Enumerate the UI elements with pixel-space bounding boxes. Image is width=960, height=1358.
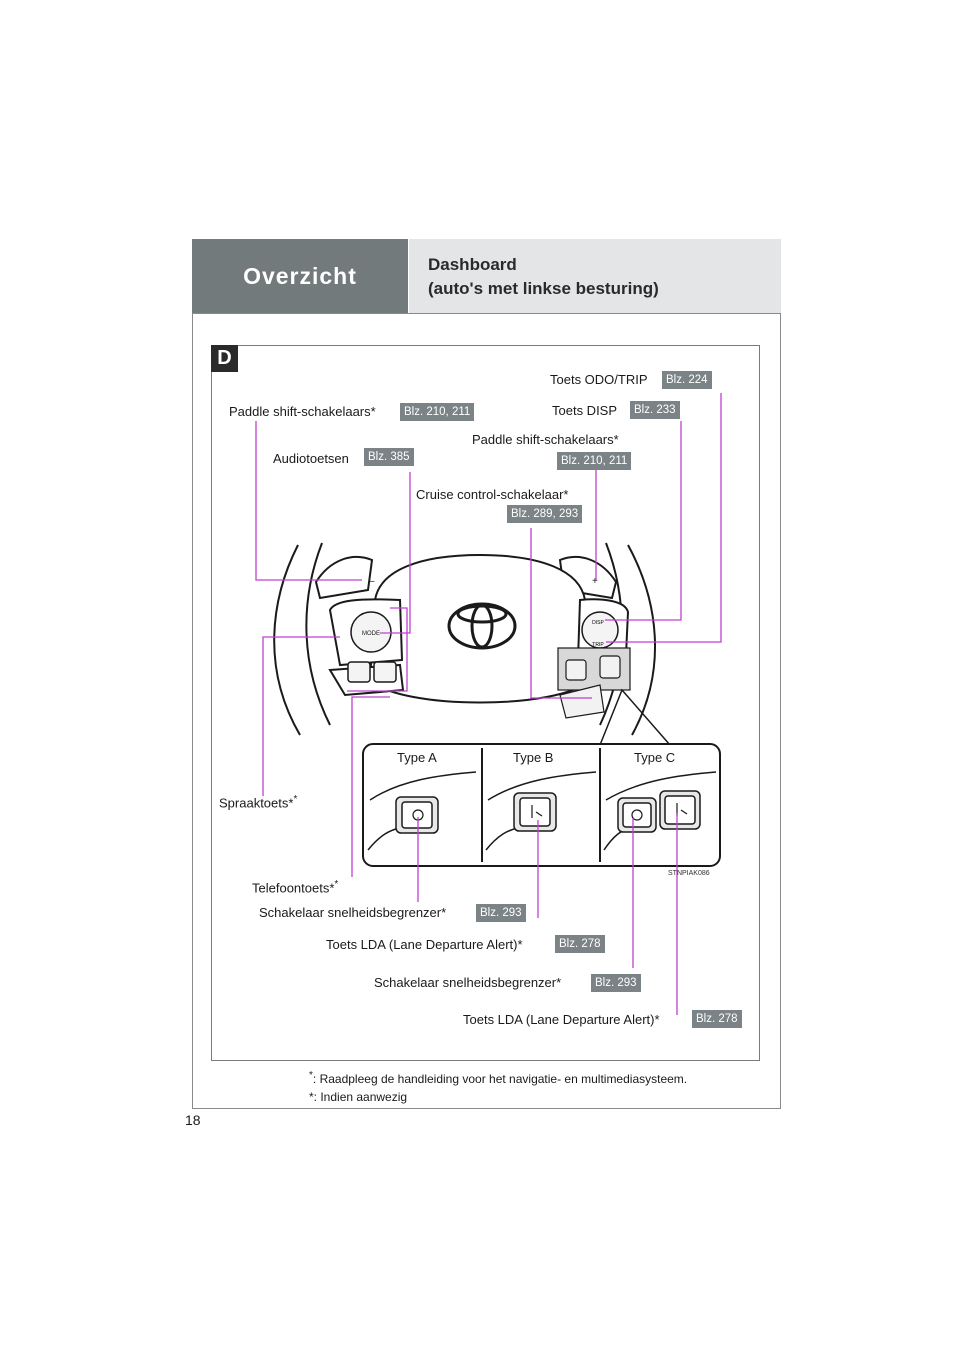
paddle-minus-label: –: [369, 576, 375, 587]
mode-button-label: MODE: [362, 631, 380, 637]
disp-page-badge: Blz. 233: [630, 401, 680, 419]
page-number: 18: [185, 1112, 201, 1128]
type-a-label: Type A: [397, 750, 437, 765]
paddle-right-page-badge: Blz. 210, 211: [557, 452, 632, 470]
disp-label: Toets DISP: [552, 403, 618, 418]
lda-1-page-badge: Blz. 278: [555, 935, 605, 953]
image-code: STNPIAK086: [668, 870, 710, 877]
trip-button-label: TRIP: [592, 642, 604, 648]
paddle-plus-label: +: [592, 576, 598, 587]
cruise-page-badge: Blz. 289, 293: [507, 505, 583, 523]
footnote-2: *: Indien aanwezig: [309, 1090, 408, 1104]
title-line-2: (auto's met linkse besturing): [428, 279, 659, 298]
voice-label: Spraaktoets**: [219, 794, 298, 811]
cruise-label: Cruise control-schakelaar*: [416, 487, 569, 502]
title-header: Dashboard (auto's met linkse besturing): [408, 239, 781, 313]
audio-label: Audiotoetsen: [273, 451, 349, 466]
speed-limiter-2-label: Schakelaar snelheidsbegrenzer*: [374, 975, 562, 990]
title-line-1: Dashboard: [428, 255, 517, 274]
disp-button-label: DISP: [592, 620, 604, 626]
odo-trip-page-badge: Blz. 224: [662, 371, 712, 389]
paddle-left-page-badge: Blz. 210, 211: [400, 403, 475, 421]
panel-letter: D: [211, 345, 238, 372]
speed-limiter-1-label: Schakelaar snelheidsbegrenzer*: [259, 905, 447, 920]
section-title: Overzicht: [243, 262, 357, 289]
paddle-right-label: Paddle shift-schakelaars*: [472, 432, 619, 447]
type-c-label: Type C: [634, 750, 676, 765]
lda-1-label: Toets LDA (Lane Departure Alert)*: [326, 937, 523, 952]
speed-limiter-2-page-badge: Blz. 293: [591, 974, 641, 992]
lda-2-page-badge: Blz. 278: [692, 1010, 742, 1028]
audio-page-badge: Blz. 385: [364, 448, 414, 466]
paddle-left-label: Paddle shift-schakelaars*: [229, 404, 376, 419]
section-header: Overzicht: [192, 239, 408, 313]
footnote-1: *: Raadpleeg de handleiding voor het nav…: [309, 1070, 688, 1086]
lda-2-label: Toets LDA (Lane Departure Alert)*: [463, 1012, 660, 1027]
phone-label: Telefoontoets**: [252, 879, 339, 896]
type-b-label: Type B: [513, 750, 554, 765]
odo-trip-label: Toets ODO/TRIP: [550, 372, 648, 387]
illustration-panel: [211, 345, 760, 1061]
speed-limiter-1-page-badge: Blz. 293: [476, 904, 526, 922]
header-divider: [192, 313, 781, 314]
